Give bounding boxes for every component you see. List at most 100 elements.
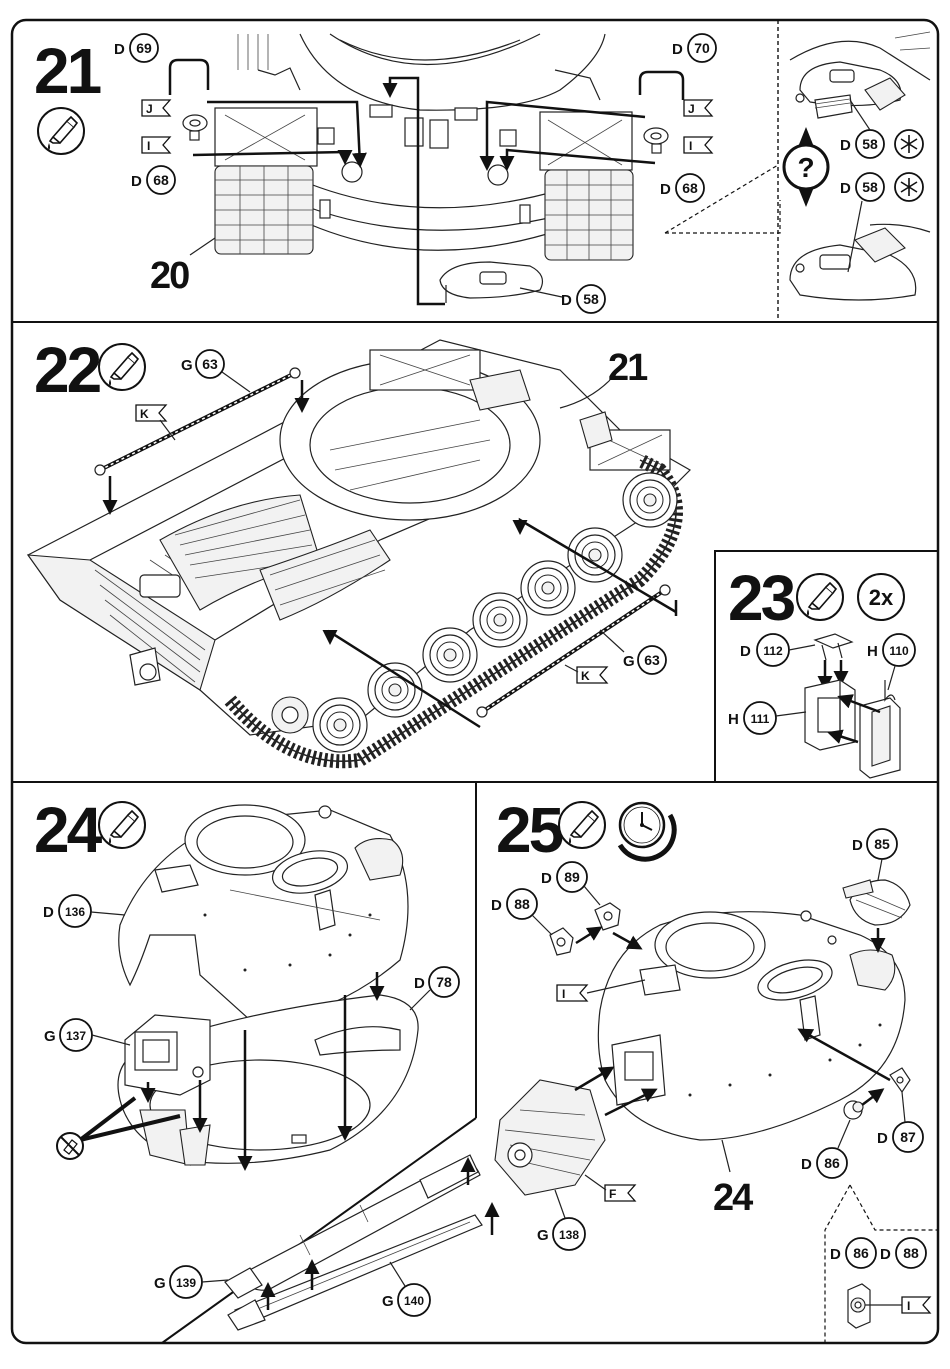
svg-text:137: 137 bbox=[66, 1029, 86, 1043]
part-label-d70: D 70 bbox=[672, 34, 716, 62]
leader-line bbox=[878, 859, 882, 880]
leader-line bbox=[789, 645, 815, 650]
part-label-d88: D 88 bbox=[491, 889, 537, 919]
step-number: 24 bbox=[34, 794, 103, 866]
bracket-part-d68-right bbox=[644, 128, 668, 153]
svg-text:?: ? bbox=[797, 152, 814, 183]
svg-text:86: 86 bbox=[824, 1155, 840, 1171]
part-label-d86: D 86 bbox=[801, 1148, 847, 1178]
clip-part-d112 bbox=[815, 634, 852, 660]
asterisk-icon bbox=[895, 173, 923, 201]
asterisk-icon bbox=[895, 130, 923, 158]
flag-label-f: F bbox=[605, 1185, 635, 1201]
question-icon: ? bbox=[784, 127, 828, 207]
detail-pointer bbox=[665, 200, 780, 233]
part-label-d68-left: D 68 bbox=[131, 166, 175, 194]
glue-icon bbox=[99, 802, 145, 848]
svg-text:G: G bbox=[181, 357, 193, 374]
leader-line bbox=[410, 990, 430, 1010]
flag-label-k-bottom: K bbox=[577, 667, 607, 683]
part-label-d112: D 112 bbox=[740, 634, 789, 666]
svg-text:J: J bbox=[146, 102, 153, 116]
part-label-d58: D 58 bbox=[561, 285, 605, 313]
svg-text:D: D bbox=[114, 41, 125, 58]
svg-text:138: 138 bbox=[559, 1228, 579, 1242]
leader-line bbox=[190, 238, 215, 255]
part-label-d69: D 69 bbox=[114, 34, 158, 62]
svg-text:G: G bbox=[623, 653, 635, 670]
glue-icon bbox=[797, 574, 843, 620]
part-label-g137: G 137 bbox=[44, 1019, 92, 1051]
svg-text:136: 136 bbox=[65, 905, 85, 919]
part-label-g63-top: G 63 bbox=[181, 350, 224, 378]
svg-text:88: 88 bbox=[903, 1245, 919, 1261]
hull-rear-drawing bbox=[215, 34, 633, 260]
svg-text:58: 58 bbox=[583, 291, 599, 307]
svg-text:D: D bbox=[801, 1156, 812, 1173]
glue-icon bbox=[99, 344, 145, 390]
part-label-g138: G 138 bbox=[537, 1218, 585, 1250]
svg-text:140: 140 bbox=[404, 1294, 424, 1308]
svg-text:87: 87 bbox=[900, 1129, 916, 1145]
step-22: 22 bbox=[28, 334, 690, 761]
step-24: 24 bbox=[34, 794, 459, 1168]
svg-text:58: 58 bbox=[862, 179, 878, 195]
part-label-d85: D 85 bbox=[852, 829, 897, 859]
leader-line bbox=[888, 666, 895, 690]
step-23: 23 2x D 112 H bbox=[728, 562, 915, 778]
part-label-d136: D 136 bbox=[43, 895, 91, 927]
svg-text:F: F bbox=[609, 1187, 616, 1201]
flag-label-i-right: I bbox=[684, 137, 712, 153]
svg-text:I: I bbox=[147, 139, 150, 153]
svg-text:88: 88 bbox=[514, 896, 530, 912]
leader-line bbox=[838, 1120, 850, 1148]
flag-label-k-top: K bbox=[136, 405, 166, 421]
svg-text:110: 110 bbox=[889, 644, 909, 658]
svg-text:112: 112 bbox=[763, 644, 783, 658]
flag-label-i-left: I bbox=[142, 137, 170, 153]
svg-text:G: G bbox=[154, 1275, 166, 1292]
svg-text:D: D bbox=[491, 897, 502, 914]
part-label-d58-detail-bottom: D 58 bbox=[840, 173, 884, 201]
svg-text:89: 89 bbox=[564, 869, 580, 885]
clock-icon bbox=[620, 803, 674, 859]
bracket-part-d68-left bbox=[183, 115, 207, 140]
svg-text:D: D bbox=[541, 870, 552, 887]
leader-line bbox=[92, 1035, 130, 1045]
leader-line bbox=[390, 1262, 405, 1286]
svg-text:70: 70 bbox=[694, 40, 710, 56]
callout-24: 24 bbox=[713, 1177, 753, 1219]
detail-inset: D 86 D 88 I bbox=[825, 1185, 938, 1343]
quantity-badge: 2x bbox=[858, 574, 904, 620]
flag-label-j-left: J bbox=[142, 100, 170, 116]
leader-line bbox=[585, 1175, 606, 1190]
svg-text:D: D bbox=[561, 292, 572, 309]
step-number: 21 bbox=[34, 35, 101, 107]
cupola-part-d85 bbox=[843, 880, 910, 925]
svg-text:111: 111 bbox=[751, 712, 770, 726]
svg-text:J: J bbox=[688, 102, 695, 116]
leader-line bbox=[91, 912, 125, 915]
handle-part-d69 bbox=[170, 60, 208, 95]
part-label-d87: D 87 bbox=[877, 1122, 923, 1152]
svg-text:K: K bbox=[581, 669, 590, 683]
callout-20: 20 bbox=[150, 255, 189, 297]
svg-text:2x: 2x bbox=[869, 585, 894, 610]
svg-text:58: 58 bbox=[862, 136, 878, 152]
svg-text:D: D bbox=[43, 904, 54, 921]
svg-text:85: 85 bbox=[874, 836, 890, 852]
step-21: 21 bbox=[34, 32, 930, 313]
step-number: 22 bbox=[34, 334, 101, 406]
svg-text:63: 63 bbox=[202, 356, 218, 372]
svg-text:H: H bbox=[867, 643, 878, 660]
svg-text:D: D bbox=[840, 137, 851, 154]
assembly-arrow bbox=[576, 928, 600, 943]
step-number: 23 bbox=[728, 562, 795, 634]
flag-label-j-right: J bbox=[684, 100, 712, 116]
svg-text:D: D bbox=[414, 975, 425, 992]
handle-part-d70 bbox=[640, 72, 683, 100]
svg-text:139: 139 bbox=[176, 1276, 196, 1290]
bracket-part-d87 bbox=[890, 1068, 910, 1092]
frame-part-h110 bbox=[860, 680, 900, 778]
